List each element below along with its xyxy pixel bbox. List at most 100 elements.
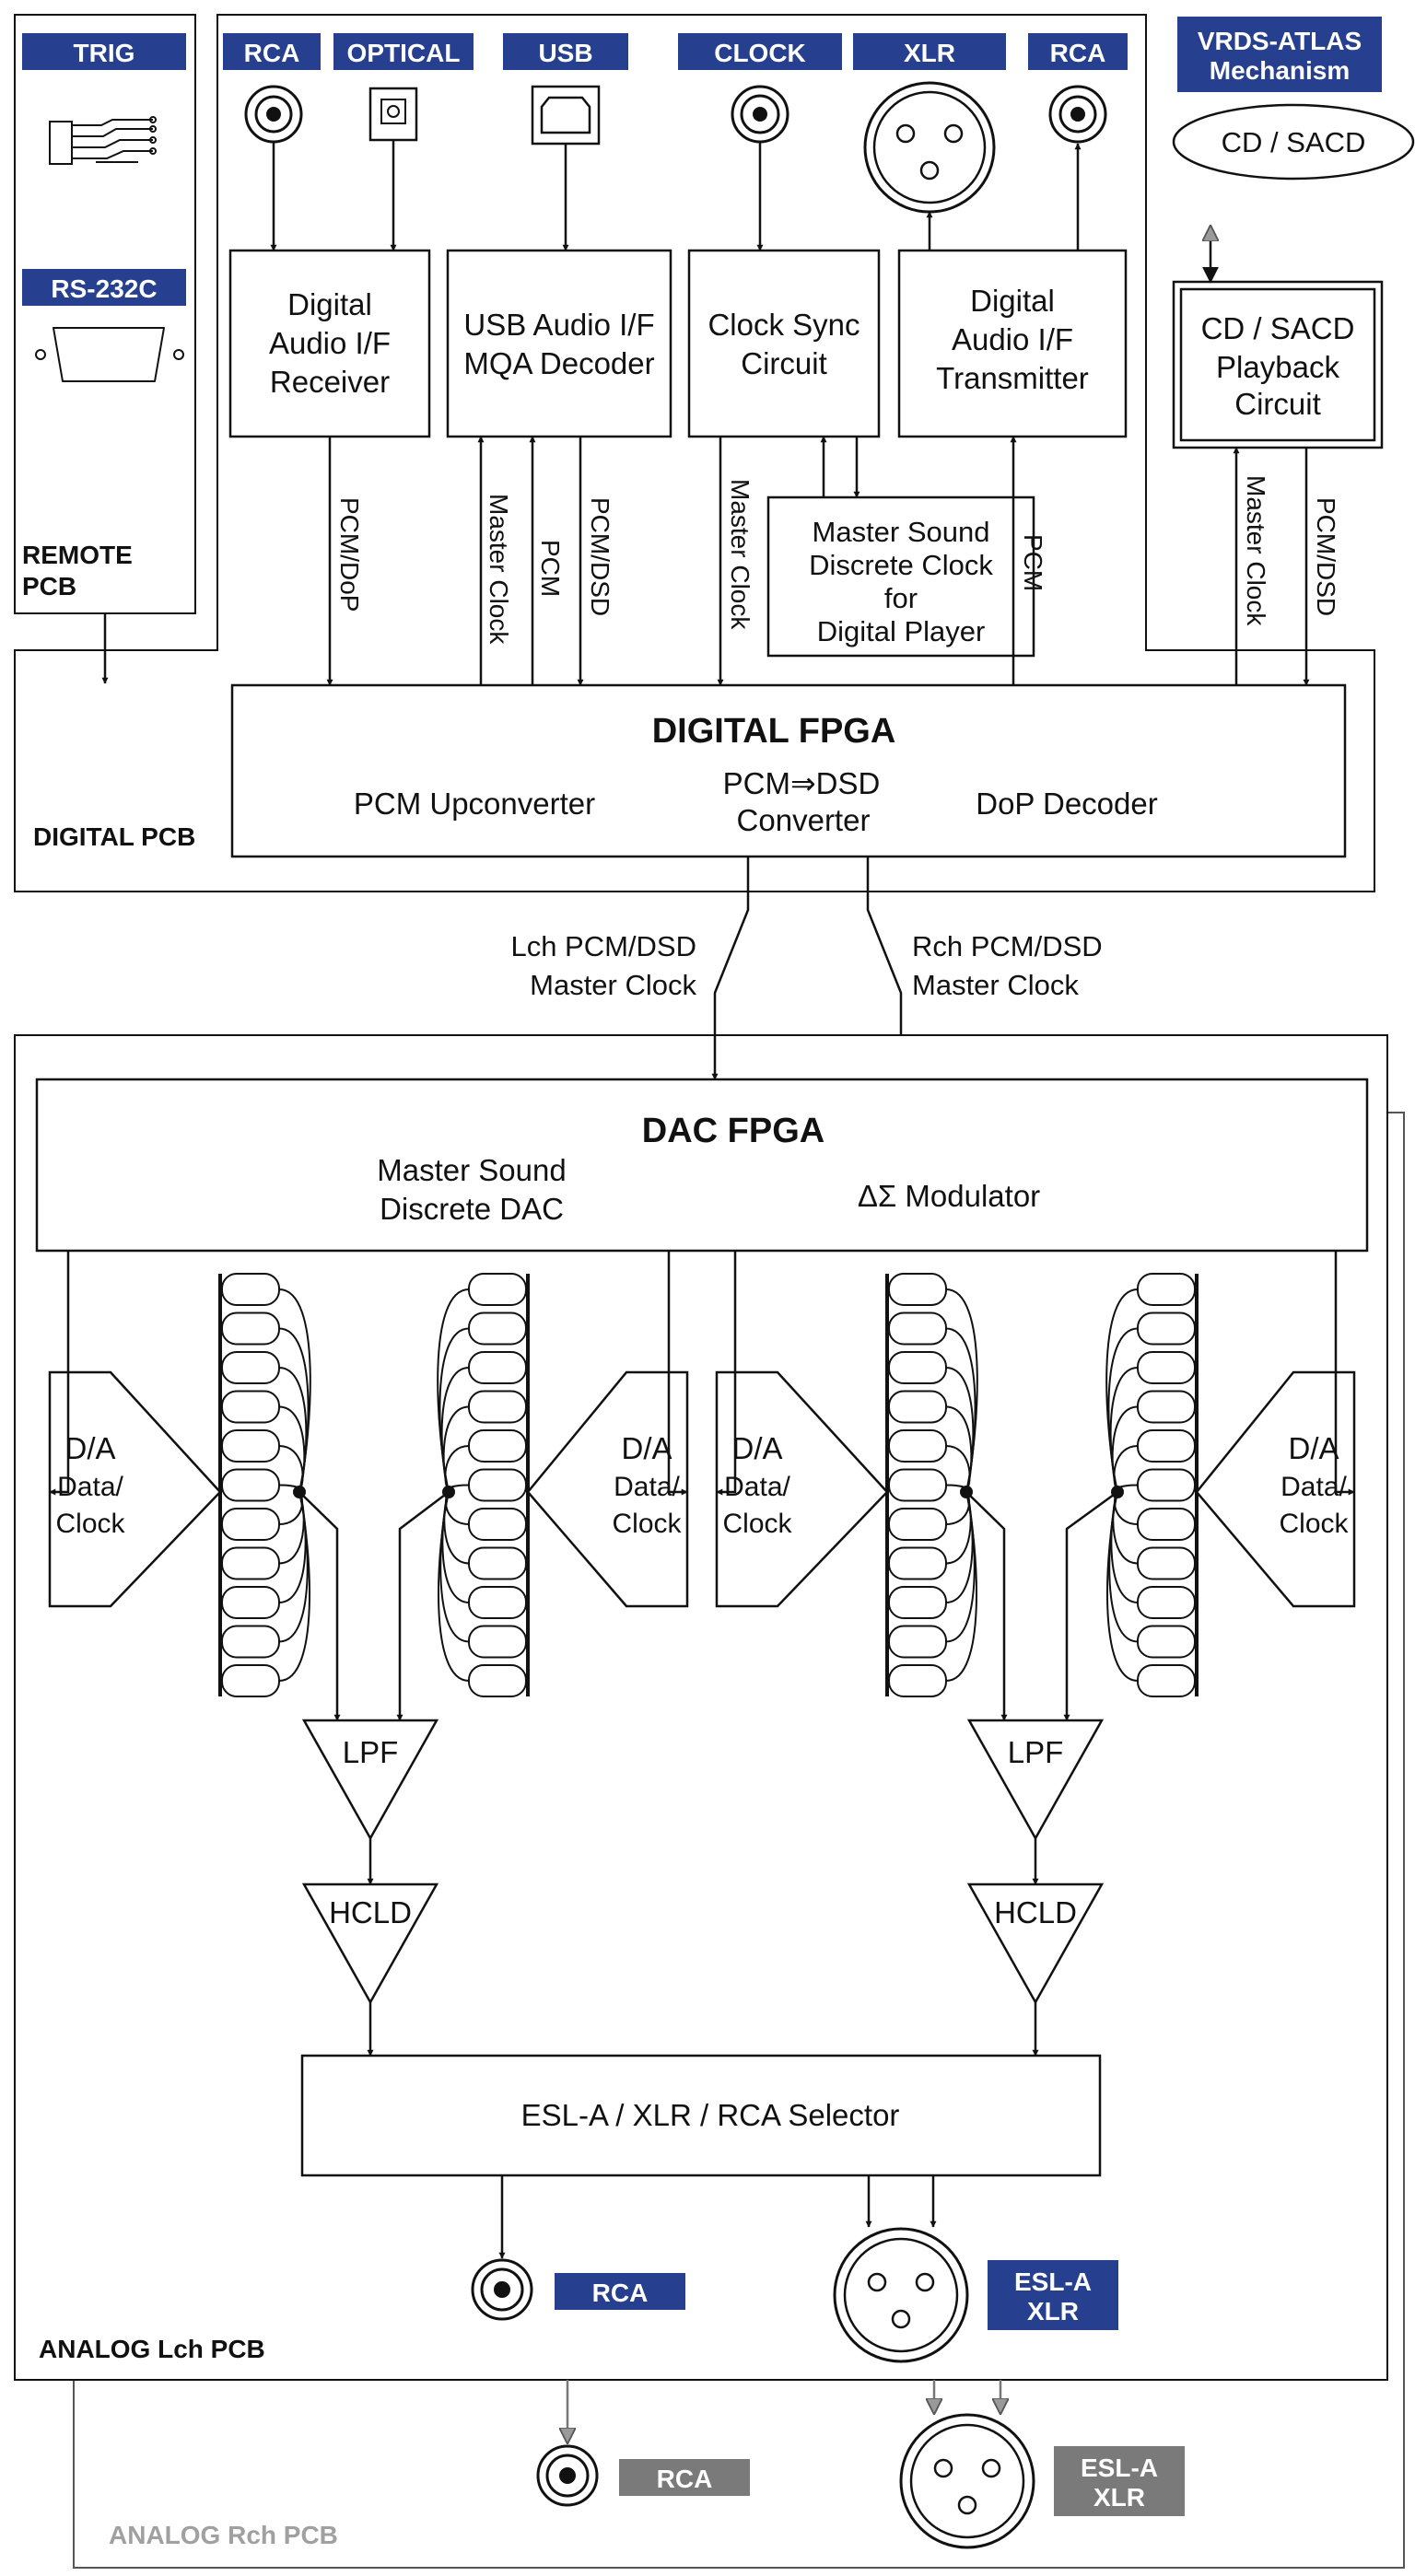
lch-link-label-2: Master Clock: [530, 969, 696, 1001]
dac-unit-1-da-label: Clock: [55, 1509, 125, 1539]
vrds-tag-label-2: Mechanism: [1210, 56, 1351, 85]
receiver-label-2: Audio I/F: [269, 326, 391, 360]
dac-unit-2-output-wire: [396, 1491, 450, 1721]
dac-unit-1-element-link: [278, 1491, 311, 1682]
esla-rch-tag-label-1: ESL-A: [1081, 2454, 1158, 2482]
dac-unit-3-element: [888, 1429, 947, 1463]
trig-tag: [22, 33, 186, 70]
rch-link-wire: [866, 857, 903, 1035]
rs232c-tag: [22, 269, 186, 306]
dac-unit-1-element: [221, 1468, 280, 1502]
dac-unit-3-feed-wire: [716, 1251, 737, 1496]
receiver-label-3: Receiver: [270, 365, 390, 399]
usb-pcm-dsd-label: PCM/DSD: [586, 497, 614, 616]
dac-unit-4-da-label: Clock: [1279, 1509, 1349, 1539]
remote-pcb-label-2: PCB: [22, 572, 76, 600]
dac-unit-3-element-link: [945, 1491, 978, 1682]
dac-unit-4-element: [1137, 1390, 1196, 1424]
esla-lch-tag-label-1: ESL-A: [1014, 2267, 1092, 2296]
dac-unit-2-element: [468, 1351, 527, 1384]
usb-decoder-label-2: MQA Decoder: [463, 346, 654, 380]
clock-sync-block: [687, 249, 881, 438]
dac-unit-2-element: [468, 1625, 527, 1659]
vrds-tag: [1177, 17, 1382, 92]
clock-bnc-jack-icon: [731, 85, 789, 144]
digital-fpga-block: [230, 683, 1347, 858]
cd-sacd-disc-label: CD / SACD: [1222, 126, 1366, 158]
xlr-tag-label: XLR: [904, 39, 955, 67]
usb-master-clock-label: Master Clock: [485, 494, 513, 645]
hcld-rch-label: HCLD: [994, 1895, 1077, 1929]
hcld-lch: HCLD: [301, 1882, 439, 2005]
dac-unit-4-element: [1137, 1468, 1196, 1502]
xlr-jack-icon: [863, 81, 996, 214]
dac-unit-1-element: [221, 1625, 280, 1659]
dac-unit-4-element: [1137, 1273, 1196, 1306]
dac-unit-1-element: [221, 1311, 280, 1346]
pcm-upconverter-label: PCM Upconverter: [354, 787, 595, 821]
dac-unit-4-element: [1137, 1508, 1196, 1541]
dac-unit-2-da-label: D/A: [621, 1431, 672, 1465]
dac-unit-4-da-label: Data/: [1281, 1472, 1347, 1502]
pcm-dsd-converter-label-1: PCM⇒DSD: [723, 766, 881, 800]
pcm-dsd-converter-label-2: Converter: [737, 803, 871, 837]
dac-unit-2-element: [468, 1273, 527, 1306]
dac-unit-1-element: [221, 1546, 280, 1580]
xlr-lch-jack-icon: [833, 2227, 969, 2363]
master-clock-label-2: Discrete Clock: [809, 549, 993, 581]
dac-unit-4-element-link: [1105, 1491, 1139, 1682]
dac-unit-2-element: [468, 1508, 527, 1541]
dac-fpga-title: DAC FPGA: [642, 1112, 824, 1150]
discrete-dac-label-2: Discrete DAC: [380, 1192, 564, 1226]
clock-tag: [678, 33, 842, 70]
digital-pcb-outline: [14, 14, 1375, 892]
dac-unit-2-element-link: [437, 1491, 470, 1682]
esla-rch-tag-label-2: XLR: [1093, 2483, 1145, 2512]
transmitter-pcm-label: PCM: [1019, 534, 1047, 591]
dac-unit-1-element: [221, 1351, 280, 1384]
dac-unit-4-da-block: [1195, 1370, 1356, 1608]
rca-rch-tag: [619, 2459, 750, 2496]
analog-rch-pcb-label: ANALOG Rch PCB: [109, 2521, 338, 2549]
rca-output-jack-icon: [1048, 85, 1107, 144]
lch-link-wire: [711, 857, 750, 1080]
digital-fpga-title: DIGITAL FPGA: [652, 712, 896, 751]
selector-label: ESL-A / XLR / RCA Selector: [521, 2098, 900, 2132]
esla-rch-tag: [1054, 2446, 1185, 2516]
esla-lch-tag-label-2: XLR: [1027, 2297, 1079, 2325]
dac-unit-4-element: [1137, 1546, 1196, 1580]
playback-master-clock-label: Master Clock: [1242, 475, 1270, 626]
dac-unit-3-element: [888, 1273, 947, 1306]
dac-unit-2-element: [468, 1664, 527, 1697]
dac-unit-1-da-label: D/A: [64, 1431, 115, 1465]
dac-unit-2-element: [468, 1311, 527, 1346]
remote-pcb-outline: [14, 14, 196, 614]
master-clock-label-3: for: [884, 582, 918, 614]
rca-lch-tag: [555, 2273, 685, 2310]
clock-sync-label-1: Clock Sync: [708, 308, 860, 342]
dac-unit-1-da-block: [48, 1370, 222, 1608]
discrete-dac-label-1: Master Sound: [377, 1153, 566, 1187]
lpf-rch-label: LPF: [1008, 1735, 1064, 1769]
dac-unit-4-da-label: D/A: [1288, 1431, 1339, 1465]
remote-pcb-label: REMOTE: [22, 541, 133, 569]
dac-unit-2-feed-wire: [667, 1251, 688, 1496]
rca-input-tag-label: RCA: [244, 39, 300, 67]
dac-unit-4-element: [1137, 1351, 1196, 1384]
rch-link-label-2: Master Clock: [912, 969, 1079, 1001]
optical-tag: [333, 33, 474, 70]
usb-tag: [503, 33, 628, 70]
transmitter-label-3: Transmitter: [936, 361, 1089, 395]
selector-block: [300, 2054, 1102, 2177]
dac-unit-2-element: [468, 1429, 527, 1463]
dac-unit-4-element: [1137, 1311, 1196, 1346]
rch-link-label-1: Rch PCM/DSD: [912, 930, 1103, 962]
rca-rch-tag-label: RCA: [657, 2465, 713, 2493]
trig-jack-icon: [49, 116, 157, 165]
dac-unit-2-element: [468, 1468, 527, 1502]
rca-input-jack-icon: [244, 85, 303, 144]
pcm-dop-label: PCM/DoP: [335, 497, 364, 612]
playback-label-1: CD / SACD: [1201, 311, 1355, 345]
dac-unit-2-element: [468, 1546, 527, 1580]
